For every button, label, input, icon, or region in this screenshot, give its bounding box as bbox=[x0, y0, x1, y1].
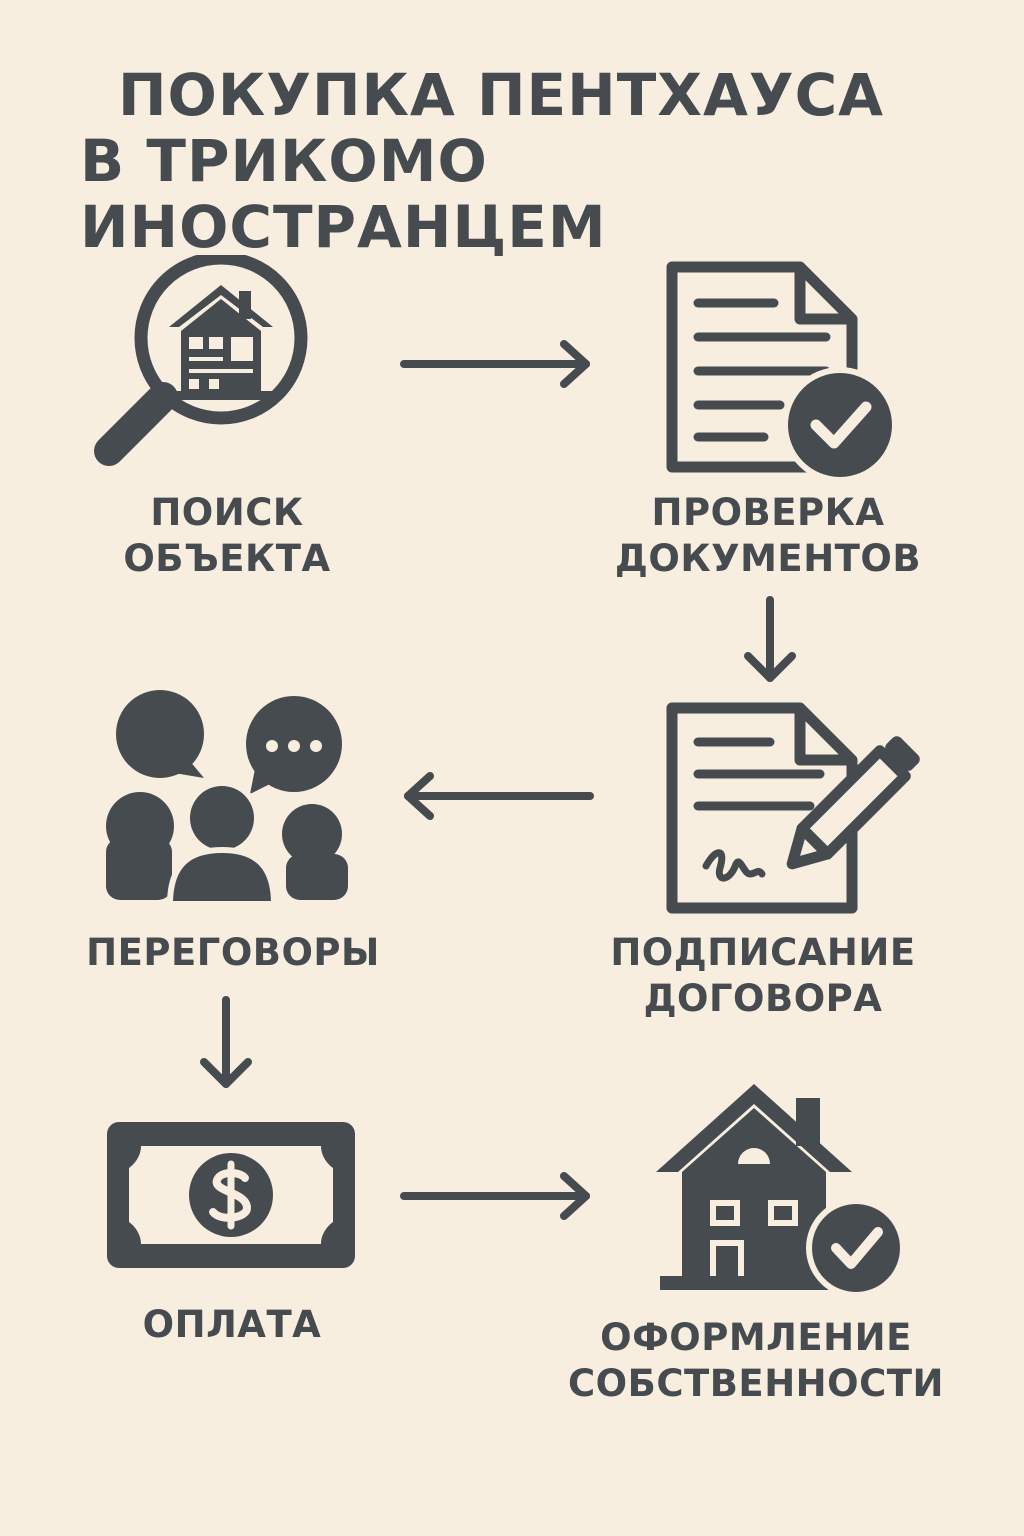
arrow-right-icon bbox=[400, 1172, 590, 1220]
title-line-2: В ТРИКОМО ИНОСТРАНЦЕМ bbox=[80, 127, 607, 261]
house-check-icon bbox=[656, 1084, 906, 1298]
step-label-docs-check: ПРОВЕРКА ДОКУМЕНТОВ bbox=[614, 491, 922, 580]
step-label-contract: ПОДПИСАНИЕ ДОГОВОРА bbox=[610, 931, 916, 1020]
arrow-down-icon bbox=[744, 596, 796, 682]
people-chat-icon bbox=[106, 690, 348, 907]
arrow-down-icon bbox=[200, 996, 252, 1088]
step-label-search: ПОИСК ОБЪЕКТА bbox=[123, 491, 331, 580]
step-label-ownership: ОФОРМЛЕНИЕ СОБСТВЕННОСТИ bbox=[568, 1316, 944, 1405]
step-label-payment: ОПЛАТА bbox=[142, 1303, 322, 1346]
page-title: ПОКУПКА ПЕНТХАУСА В ТРИКОМО ИНОСТРАНЦЕМ bbox=[0, 62, 1024, 260]
magnifier-house-icon bbox=[94, 255, 308, 466]
arrow-left-icon bbox=[404, 772, 594, 820]
contract-pen-icon bbox=[666, 702, 920, 914]
banknote-icon bbox=[107, 1122, 355, 1268]
title-line-1: ПОКУПКА ПЕНТХАУСА bbox=[118, 61, 885, 129]
arrow-right-icon bbox=[400, 340, 590, 388]
step-label-negotiation: ПЕРЕГОВОРЫ bbox=[86, 931, 380, 974]
document-check-icon bbox=[666, 261, 898, 483]
